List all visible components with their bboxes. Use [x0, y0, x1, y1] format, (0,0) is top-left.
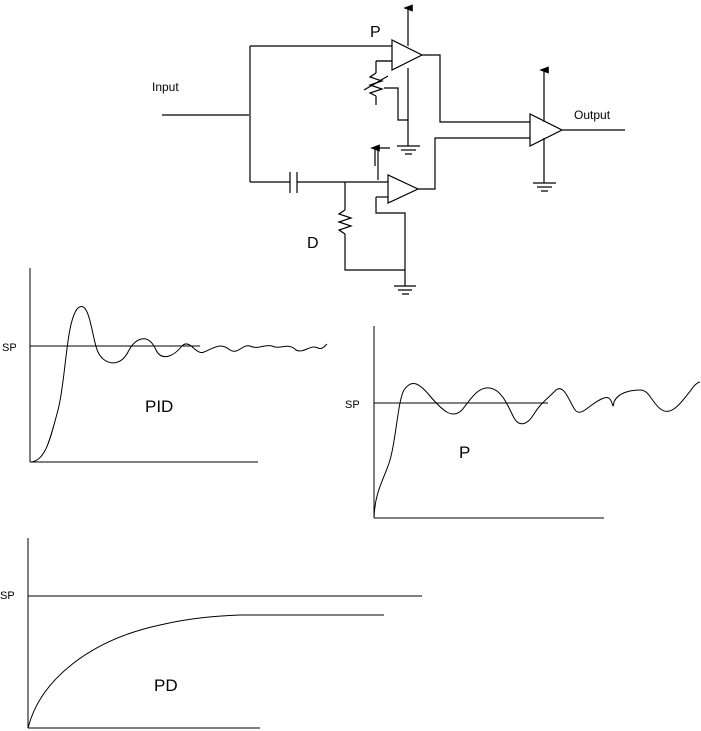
output-label: Output [574, 108, 611, 122]
p-sp-label: SP [345, 399, 360, 411]
input-label: Input [152, 80, 179, 94]
d-label: D [307, 235, 319, 252]
pid-sp-label: SP [2, 342, 17, 354]
p-response-curve [373, 381, 701, 519]
pid-response-graph: SP PID [2, 268, 328, 463]
pd-graph-title: PD [154, 676, 178, 695]
pid-response-curve [29, 305, 328, 463]
circuit: Input Output P D [152, 4, 625, 295]
output-opamp [529, 66, 625, 192]
d-opamp [337, 137, 530, 295]
p-response-graph: SP P [345, 326, 701, 519]
p-opamp [363, 4, 530, 155]
pid-graph-title: PID [145, 397, 173, 416]
p-label: P [370, 24, 381, 41]
capacitor [289, 172, 388, 193]
pd-response-graph: SP PD [0, 538, 422, 729]
pd-sp-label: SP [0, 590, 15, 602]
p-graph-title: P [459, 443, 470, 462]
pd-response-curve [27, 614, 384, 729]
